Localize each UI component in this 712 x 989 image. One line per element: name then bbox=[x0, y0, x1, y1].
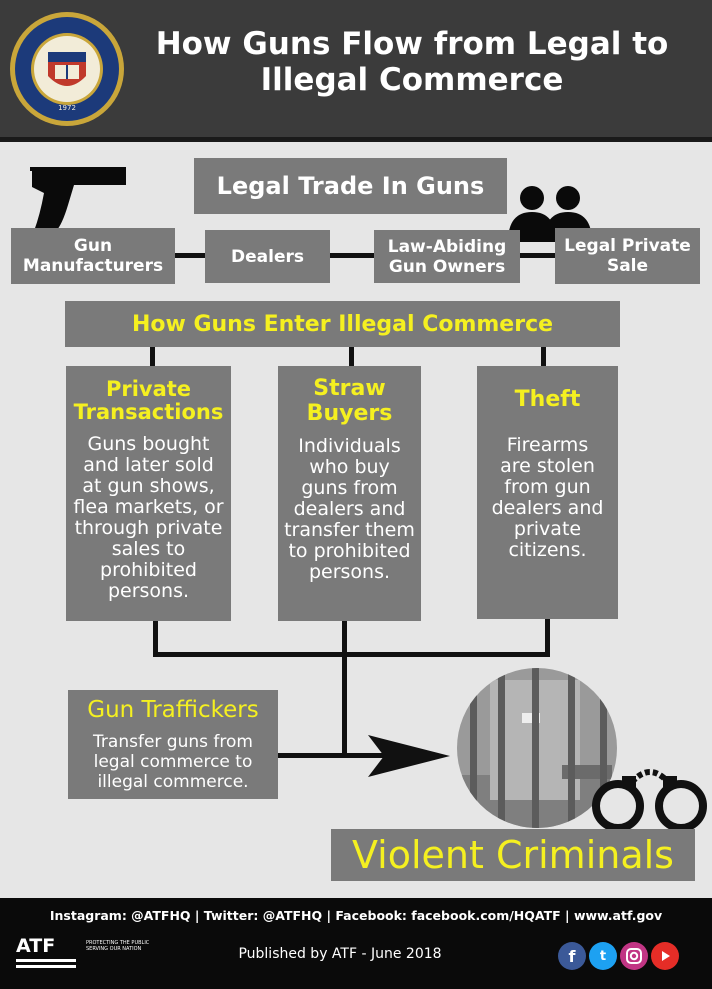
flow-line-straw bbox=[342, 621, 347, 657]
instagram-icon[interactable] bbox=[620, 942, 648, 970]
handcuffs-icon bbox=[592, 769, 707, 832]
column-text: Guns bought and later sold at gun shows,… bbox=[73, 433, 224, 602]
flow-line-theft bbox=[545, 619, 550, 657]
legal-trade-title: Legal Trade In Guns bbox=[194, 158, 507, 214]
atf-seal-icon: 1972 bbox=[10, 12, 124, 126]
page-title: How Guns Flow from Legal to Illegal Comm… bbox=[155, 26, 669, 98]
twitter-icon[interactable]: t bbox=[589, 942, 617, 970]
gun-traffickers-box: Gun Traffickers Transfer guns from legal… bbox=[68, 690, 278, 799]
arrow-right-icon bbox=[368, 735, 450, 777]
connector-straw bbox=[349, 347, 354, 367]
flow-line-down bbox=[342, 652, 347, 758]
flow-line-private bbox=[153, 621, 158, 657]
gun-traffickers-text: Transfer guns from legal commerce to ill… bbox=[93, 732, 253, 792]
connector-theft bbox=[541, 347, 546, 367]
flow-line-to-criminals bbox=[278, 753, 398, 758]
column-text: Firearms are stolen from gun dealers and… bbox=[491, 434, 604, 561]
column-straw-buyers: Straw Buyers Individuals who buy guns fr… bbox=[278, 366, 421, 621]
column-theft: Theft Firearms are stolen from gun deale… bbox=[477, 366, 618, 619]
column-text: Individuals who buy guns from dealers an… bbox=[284, 435, 415, 583]
column-private-transactions: Private Transactions Guns bought and lat… bbox=[66, 366, 231, 621]
step-gun-manufacturers: Gun Manufacturers bbox=[11, 228, 175, 284]
facebook-icon[interactable]: f bbox=[558, 942, 586, 970]
handgun-icon bbox=[30, 167, 126, 231]
step-dealers: Dealers bbox=[205, 230, 330, 283]
column-title: Private Transactions bbox=[73, 377, 224, 424]
published-line: Published by ATF - June 2018 bbox=[238, 946, 442, 962]
violent-criminals-label: Violent Criminals bbox=[331, 829, 695, 881]
column-title: Straw Buyers bbox=[306, 376, 393, 426]
header-divider bbox=[0, 137, 712, 142]
gun-traffickers-title: Gun Traffickers bbox=[87, 697, 259, 723]
footer-bar bbox=[0, 898, 712, 989]
atf-logo-text: ATF bbox=[16, 935, 56, 957]
atf-tagline: Protecting the Public Serving Our Nation bbox=[86, 940, 149, 952]
tagline-line-2: Serving Our Nation bbox=[86, 946, 142, 952]
social-handles: Instagram: @ATFHQ | Twitter: @ATFHQ | Fa… bbox=[49, 908, 663, 923]
column-title: Theft bbox=[514, 387, 581, 412]
flow-line-horizontal bbox=[153, 652, 550, 657]
jail-cell-icon bbox=[457, 668, 617, 828]
atf-footer-logo: ATF bbox=[16, 936, 86, 972]
tagline-line-1: Protecting the Public bbox=[86, 940, 150, 946]
legal-trade-connector bbox=[175, 253, 555, 258]
youtube-icon[interactable] bbox=[651, 942, 679, 970]
illegal-commerce-title: How Guns Enter Illegal Commerce bbox=[65, 301, 620, 347]
step-legal-private-sale: Legal Private Sale bbox=[555, 228, 700, 284]
connector-private bbox=[150, 347, 155, 367]
svg-text:1972: 1972 bbox=[58, 104, 76, 112]
step-law-abiding-gun-owners: Law-Abiding Gun Owners bbox=[374, 230, 520, 283]
